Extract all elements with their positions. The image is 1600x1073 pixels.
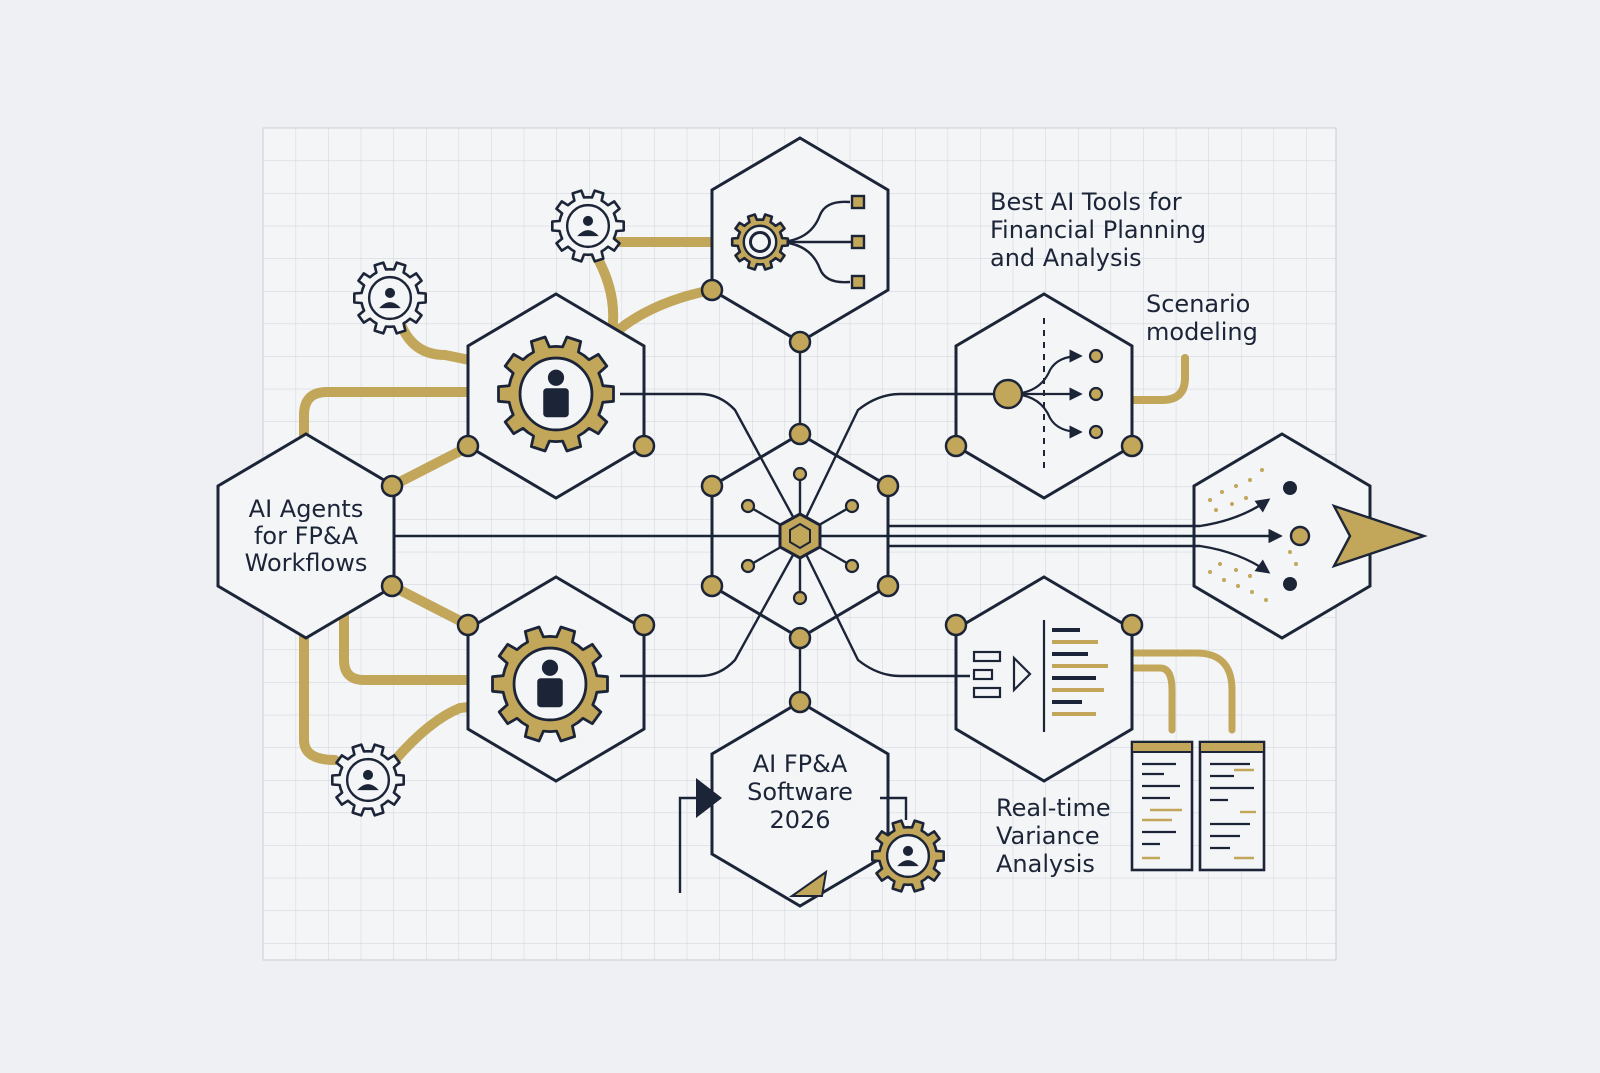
scenario-line-1: Scenario — [1146, 290, 1250, 318]
gear-user-icon-lower-left — [331, 743, 405, 817]
variance-label: Real-time Variance Analysis — [996, 794, 1111, 878]
gear-flow-icon — [730, 213, 790, 271]
title-line-2: Financial Planning — [990, 216, 1206, 244]
variance-line-2: Variance — [996, 822, 1100, 850]
software-label: AI FP&A Software 2026 — [747, 750, 853, 834]
gear-user-icon-top — [551, 189, 625, 263]
output-stream-icon — [1208, 468, 1428, 602]
agents-label: AI Agents for FP&A Workflows — [245, 495, 368, 577]
scenario-label: Scenario modeling — [1146, 290, 1258, 346]
variance-bars-icon — [972, 620, 1108, 732]
table-icons — [1130, 740, 1266, 872]
gear-user-icon-software — [871, 819, 945, 893]
gear-user-icon-upper-left — [353, 261, 427, 335]
scenario-line-2: modeling — [1146, 318, 1258, 346]
agents-line-1: AI Agents — [249, 495, 364, 523]
agents-line-2: for FP&A — [254, 522, 359, 550]
output-arrow-icon — [1331, 503, 1428, 569]
navy-lines — [394, 342, 1283, 893]
hex-software — [710, 700, 890, 908]
variance-line-3: Analysis — [996, 850, 1095, 878]
gear-user-icon-large-bottom — [491, 625, 609, 743]
hub-icon — [740, 466, 860, 606]
loop-arrow-icon — [696, 778, 722, 818]
scenario-branch-icon — [992, 318, 1104, 470]
agents-line-3: Workflows — [245, 549, 368, 577]
flow-split-icon — [775, 194, 866, 290]
title-label: Best AI Tools for Financial Planning and… — [990, 188, 1206, 272]
title-line-3: and Analysis — [990, 244, 1142, 272]
gear-user-icons — [331, 189, 945, 893]
junction-dots — [380, 278, 1144, 714]
gear-user-icon-large-top — [497, 335, 615, 453]
title-line-1: Best AI Tools for — [990, 188, 1182, 216]
software-line-1: AI FP&A — [753, 750, 848, 778]
software-line-3: 2026 — [769, 806, 830, 834]
loop-return-arrow-icon — [788, 869, 828, 897]
variance-line-1: Real-time — [996, 794, 1111, 822]
software-line-2: Software — [747, 778, 853, 806]
